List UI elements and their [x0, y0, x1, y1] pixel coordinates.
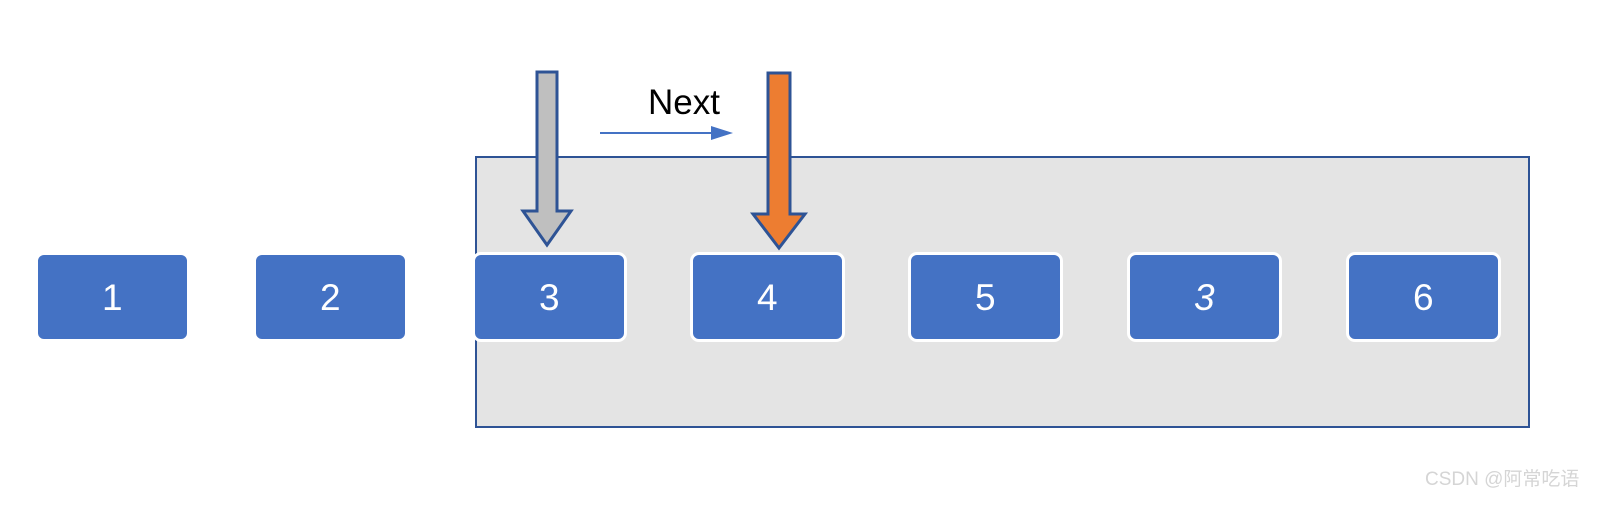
slow-pointer-block-arrow [520, 69, 574, 248]
node-box[interactable]: 4 [690, 252, 845, 342]
node-label: 3 [538, 276, 561, 318]
node-label: 2 [319, 276, 342, 318]
watermark-text: CSDN @阿常吃语 [1425, 469, 1580, 490]
node-box[interactable]: 5 [908, 252, 1063, 342]
fast-pointer-block-arrow [749, 70, 809, 251]
node-label: 1 [101, 276, 124, 318]
node-label: 5 [974, 276, 997, 318]
node-box[interactable]: 2 [253, 252, 408, 342]
node-label: 3 [1193, 276, 1216, 318]
node-label: 6 [1412, 276, 1435, 318]
fast-pointer-arrow-shape [749, 71, 809, 251]
next-arrow-head [711, 126, 733, 140]
node-box[interactable]: 1 [35, 252, 190, 342]
node-box[interactable]: 3 [472, 252, 627, 342]
node-box[interactable]: 6 [1346, 252, 1501, 342]
node-box[interactable]: 3 [1127, 252, 1282, 342]
node-label: 4 [756, 276, 779, 318]
next-label: Next [648, 83, 720, 122]
slow-pointer-arrow-shape [520, 70, 574, 248]
next-direction-arrow [600, 121, 733, 145]
